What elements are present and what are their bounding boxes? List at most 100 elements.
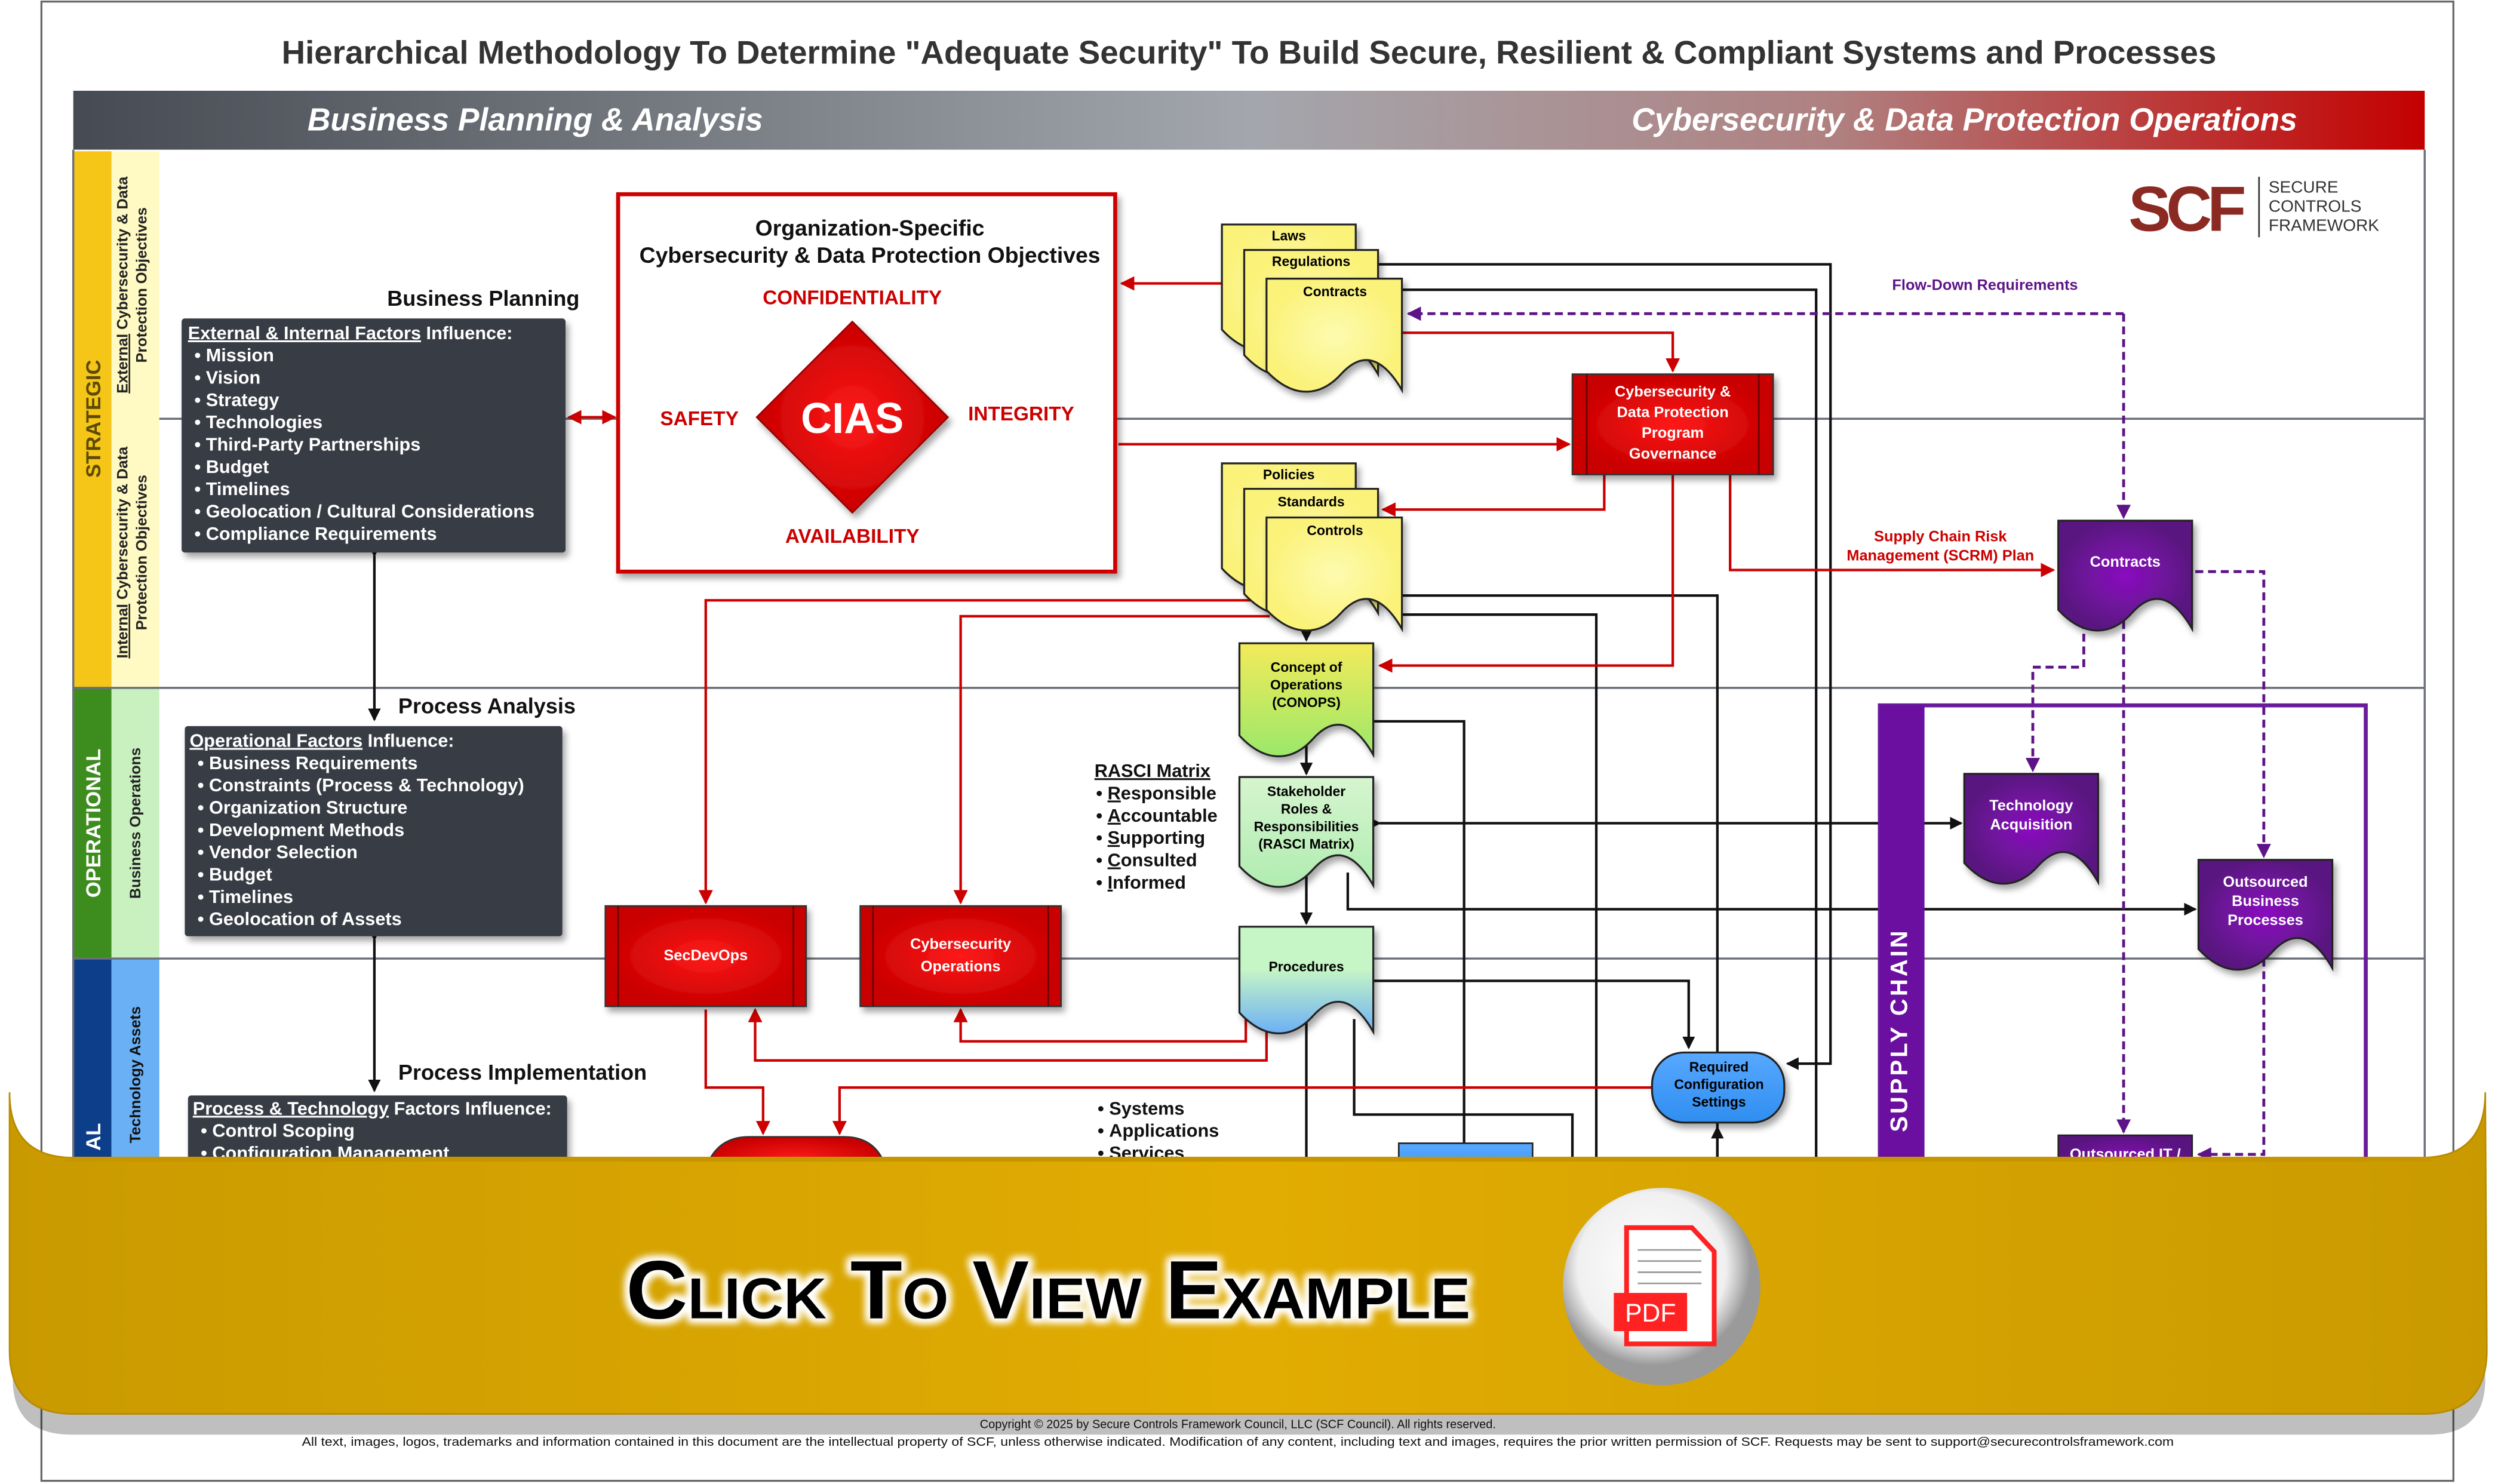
factor-item-text: Technologies [206,412,322,432]
bullet: • [198,820,209,840]
rasci-initial: A [1108,806,1121,826]
bullet: • [194,524,205,544]
page-title: Hierarchical Methodology To Determine "A… [282,35,2217,71]
process-analysis-heading: Process Analysis [398,694,576,718]
footer-notice: All text, images, logos, trademarks and … [302,1436,2174,1449]
rasci-initial: R [1108,783,1121,803]
factor-item: • Vendor Selection [198,842,358,862]
cybersecurity-operations-process [859,905,1062,1007]
factor-item-text: Development Methods [209,820,404,840]
rasci-title: RASCI Matrix [1095,761,1210,781]
subtier-internal [111,419,159,688]
factor-item: • Timelines [194,479,290,499]
factor-item: • Timelines [198,887,293,907]
cias-availability: AVAILABILITY [785,526,920,548]
bullet: • [198,797,209,818]
asset-item-text: Systems [1109,1098,1184,1119]
factor-item: • Business Requirements [198,753,418,773]
tier-operational-label: OPERATIONAL [82,749,105,898]
factor-item-text: Timelines [209,887,293,907]
asset-item-text: Applications [1109,1121,1219,1141]
supply-chain-bar [1879,705,1925,1184]
scf-logo-text: SECURE [2269,178,2339,196]
cias-integrity: INTEGRITY [968,403,1074,425]
process-implementation-heading: Process Implementation [398,1060,647,1084]
factor-item-text: Control Scoping [212,1121,354,1141]
subtier-technology-assets-label: Technology Assets [127,1006,144,1143]
controls-document [1265,516,1403,633]
factor-item: • Organization Structure [198,797,407,818]
banner-ribbon[interactable] [8,1092,2488,1415]
secdevops-label: SecDevOps [663,947,748,964]
factor-item: • Geolocation / Cultural Considerations [194,502,534,522]
required-configuration-settings [1651,1051,1786,1124]
factor-item: • Strategy [194,390,279,410]
view-example-banner[interactable]: Click To View Example PDF [8,1092,2488,1435]
rasci-item: • Accountable [1096,806,1217,826]
pdf-button[interactable]: PDF [1563,1188,1760,1385]
factor-item-text: Timelines [206,479,290,499]
factor-item: • Geolocation of Assets [198,909,402,929]
conops-document [1238,642,1375,758]
operational-factors-list: • Business Requirements• Constraints (Pr… [198,753,524,929]
controls-label: Controls [1307,523,1363,538]
technology-acquisition-document [1963,773,2100,886]
tier-strategic-label: STRATEGIC [82,360,105,478]
cias-title-1: Organization-Specific [755,216,985,241]
operational-factors-box [185,726,563,936]
rasci-initial: I [1108,872,1113,893]
rasci-item: • Supporting [1096,828,1205,848]
bullet: • [194,435,205,455]
rasci-role: esponsible [1121,783,1216,803]
planning-factors-list: • Mission• Vision• Strategy• Technologie… [194,345,534,544]
factor-item-text: Organization Structure [209,797,407,818]
rasci-initial: S [1108,828,1120,848]
tier-strategic [73,151,112,688]
factor-item-text: Geolocation of Assets [209,909,402,929]
rasci-item: • Responsible [1096,783,1216,803]
contracts-document [1265,278,1403,394]
header-cyber-operations: Cybersecurity & Data Protection Operatio… [1631,103,2297,138]
policies-label: Policies [1263,467,1315,483]
bullet: • [194,390,205,410]
subtier-external-label-2: Protection Objectives [133,207,150,362]
secdevops-process [604,905,807,1007]
rasci-role: onsulted [1121,850,1197,870]
factor-item-text: Compliance Requirements [206,524,437,544]
rasci-initial: C [1108,850,1121,870]
standards-label: Standards [1277,494,1344,509]
click-to-view-example[interactable]: Click To View Example [626,1244,1470,1336]
factor-item: • Compliance Requirements [194,524,437,544]
rasci-list: • Responsible • Accountable• Supporting• … [1096,783,1217,892]
subtier-internal-label-2: Protection Objectives [133,475,150,630]
bullet: • [194,502,205,522]
tier-operational [73,687,112,959]
factor-item: • Control Scoping [201,1121,355,1141]
regulations-label: Regulations [1272,253,1350,269]
bullet: • [194,345,205,365]
subtier-external [111,151,159,419]
asset-item: • Applications [1098,1121,1219,1141]
rasci-item: • Consulted [1096,850,1197,870]
rasci-role: ccountable [1121,806,1218,826]
factor-item: • Mission [194,345,274,365]
asset-item: • Systems [1098,1098,1184,1119]
laws-label: Laws [1272,228,1306,244]
bullet: • [194,479,205,499]
procedures-document [1238,926,1375,1036]
bullet: • [194,457,205,477]
bullet: • [194,412,205,432]
factor-item-text: Mission [206,345,274,365]
cias-center-label: CIAS [801,395,904,443]
factor-item: • Budget [194,457,269,477]
subtier-business-ops [111,687,159,959]
tier-tactical [73,958,112,1182]
program-governance-process [1571,373,1774,475]
factor-item: • Technologies [194,412,322,432]
